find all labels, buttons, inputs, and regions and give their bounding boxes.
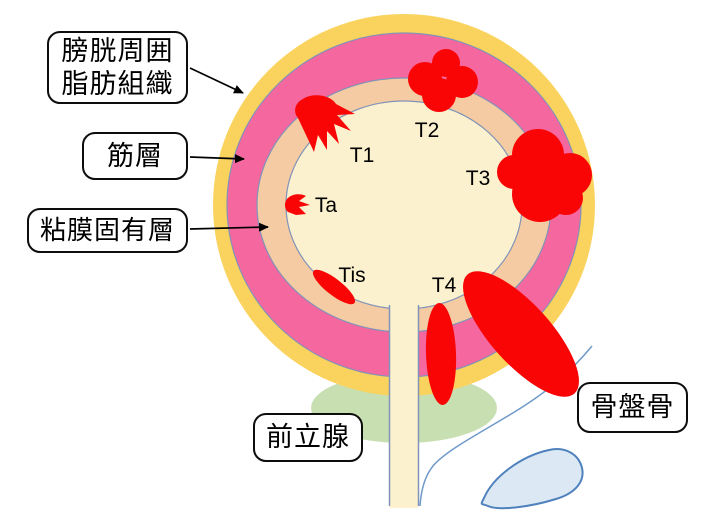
arrow-lamina-propria: [189, 222, 269, 232]
pelvic-bone-shape: [480, 448, 584, 510]
tumors: [285, 49, 592, 405]
urethra-tube: [388, 282, 420, 508]
tumor-t1-shape: [295, 95, 355, 152]
prostate-label: 前立腺: [266, 422, 350, 452]
stage-label-ta: Ta: [314, 194, 338, 217]
label-box-perivesical-fat: 膀胱周囲 脂肪組織: [47, 31, 188, 104]
tumor-t4-outer-shape: [463, 271, 579, 397]
tumor-t3-shape: [497, 129, 592, 222]
perivesical-fat-label-line1: 膀胱周囲: [61, 35, 174, 66]
stage-label-t1: T1: [349, 144, 375, 167]
stage-label-t3: T3: [465, 167, 491, 190]
stage-label-tis: Tis: [338, 264, 366, 287]
pelvic-bone-label: 骨盤骨: [590, 392, 675, 422]
arrow-perivesical-fat: [189, 67, 244, 94]
tumor-tis-shape: [312, 269, 356, 305]
label-box-muscle-layer: 筋層: [82, 132, 188, 180]
pointer-arrows: [189, 67, 269, 232]
label-box-lamina-propria: 粘膜固有層: [27, 208, 188, 253]
label-box-pelvic-bone: 骨盤骨: [577, 382, 688, 433]
tumor-t2-shape: [408, 49, 478, 112]
stage-label-t4: T4: [431, 274, 457, 297]
arrow-muscle-layer: [189, 154, 245, 164]
label-box-prostate: 前立腺: [253, 413, 363, 462]
stage-label-t2: T2: [414, 119, 440, 142]
tumor-ta-shape: [285, 194, 310, 215]
muscle-layer-label: 筋層: [107, 140, 163, 171]
tumor-t4-inner-shape: [425, 303, 457, 405]
lamina-propria-label: 粘膜固有層: [39, 215, 175, 245]
perivesical-fat-label-line2: 脂肪組織: [61, 68, 174, 99]
